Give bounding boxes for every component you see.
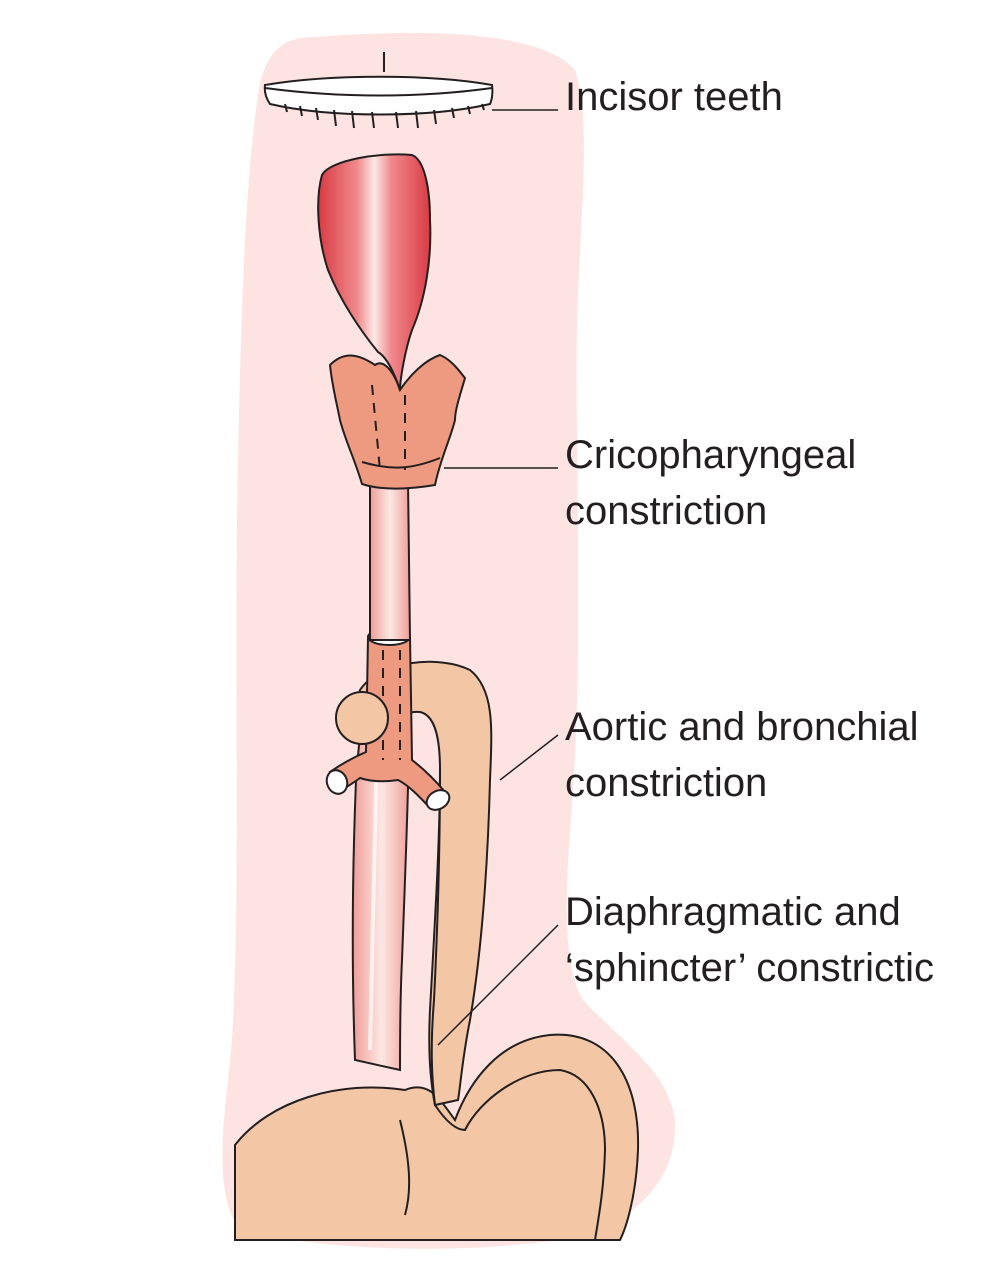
thyroid-cartilage xyxy=(328,353,467,490)
label-aortic-line2: constriction xyxy=(565,761,767,805)
stomach xyxy=(234,1033,640,1241)
label-cricopharyngeal-line1: Cricopharyngeal xyxy=(565,433,856,477)
body-silhouette xyxy=(222,32,676,1249)
leader-lines xyxy=(437,109,559,1046)
incisor-teeth-icon xyxy=(263,52,494,129)
label-diaphragmatic-line2: ‘sphincter’ constrictic xyxy=(565,946,934,990)
label-diaphragmatic-line1: Diaphragmatic and xyxy=(565,890,901,934)
left-bronchus-cross-section xyxy=(335,691,389,745)
label-aortic-line1: Aortic and bronchial xyxy=(565,705,919,749)
label-incisor-teeth: Incisor teeth xyxy=(565,75,783,119)
label-cricopharyngeal-line2: constriction xyxy=(565,489,767,533)
esophagus-upper xyxy=(369,479,412,641)
pharynx xyxy=(317,153,432,391)
